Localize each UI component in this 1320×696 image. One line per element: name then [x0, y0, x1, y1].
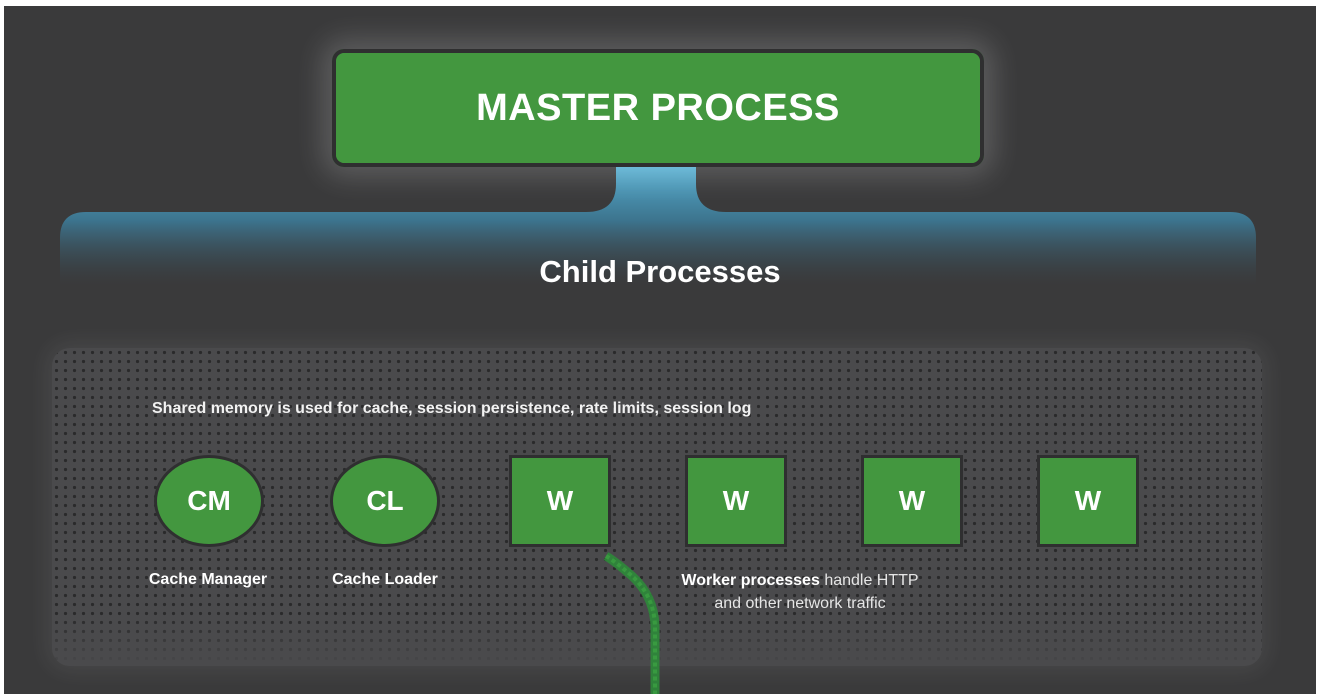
worker-processes-note: Worker processes handle HTTP and other n…: [640, 569, 960, 615]
cache-manager-label: Cache Manager: [148, 571, 268, 588]
master-child-connector: [60, 164, 1256, 326]
worker-note-rest2: and other network traffic: [714, 595, 886, 612]
worker-note-bold: Worker processes: [681, 572, 820, 589]
shared-memory-text: Shared memory is used for cache, session…: [152, 400, 752, 417]
cache-manager-abbr: CM: [187, 485, 231, 516]
worker-note-rest1: handle HTTP: [824, 572, 919, 589]
cache-loader-label: Cache Loader: [332, 571, 438, 588]
worker-node-1-label: W: [546, 485, 574, 516]
master-process-box: MASTER PROCESS: [332, 49, 984, 167]
worker-node-2: W: [688, 458, 784, 544]
cache-manager-node: CM: [157, 458, 261, 544]
worker-node-3: W: [864, 458, 960, 544]
master-process-label: MASTER PROCESS: [476, 86, 840, 129]
worker-node-1: W: [512, 458, 608, 544]
worker-node-3-label: W: [898, 485, 926, 516]
worker-node-2-label: W: [722, 485, 750, 516]
worker-node-4-label: W: [1074, 485, 1102, 516]
panel-fade: [52, 616, 1262, 666]
worker-node-4: W: [1040, 458, 1136, 544]
cache-loader-node: CL: [333, 458, 437, 544]
child-processes-title: Child Processes: [539, 254, 781, 289]
nginx-process-diagram: MASTER PROCESS Child Processes Shared me…: [4, 6, 1316, 694]
cache-loader-abbr: CL: [366, 485, 404, 516]
